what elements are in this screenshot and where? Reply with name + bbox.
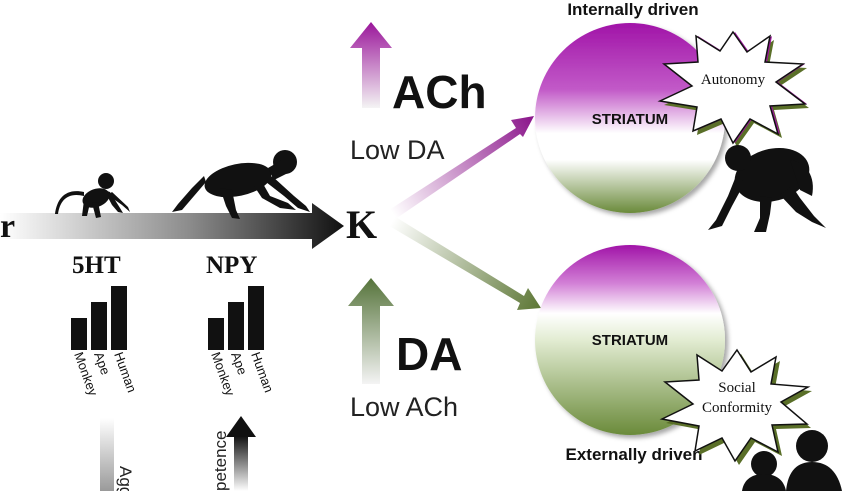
npy-bar-monkey	[208, 318, 224, 350]
monkey-silhouette-icon	[55, 173, 130, 218]
social-conformity-starburst: Social Conformity	[659, 348, 812, 465]
npy-bar-ape	[228, 302, 244, 350]
human-silhouettes-icon	[742, 430, 842, 491]
aggression-arrow: Agg	[100, 418, 135, 496]
internally-driven-label: Internally driven	[567, 0, 698, 19]
serotonin-label: 5HT	[72, 252, 121, 279]
autonomy-label: Autonomy	[701, 72, 766, 88]
low-da-label: Low DA	[350, 135, 445, 165]
serotonin-bar-ape	[91, 302, 107, 350]
conformity-label: Conformity	[702, 400, 772, 416]
serotonin-bar-monkey	[71, 318, 87, 350]
ape-silhouette-icon	[172, 150, 310, 219]
ach-label: ACh	[392, 66, 487, 118]
striatum-top-label: STRIATUM	[592, 111, 668, 128]
k-letter: K	[346, 202, 377, 247]
da-up-arrow	[348, 278, 394, 384]
externally-driven-label: Externally driven	[565, 445, 702, 464]
social-label: Social	[718, 380, 756, 396]
main-gradient-arrow	[0, 203, 344, 249]
serotonin-tick-human: Human	[111, 350, 139, 395]
serotonin-tick-ape: Ape	[91, 350, 113, 377]
npy-bar-human	[248, 286, 264, 350]
competence-arrow: petence	[211, 416, 256, 491]
diagonal-arrow-to-bottom-striatum	[386, 216, 541, 310]
aggression-label: Agg	[116, 466, 135, 491]
striatum-bottom-label: STRIATUM	[592, 332, 668, 349]
left-letter: r	[0, 208, 15, 245]
diagonal-arrow-to-top-striatum	[386, 116, 534, 220]
competence-label: petence	[211, 431, 230, 492]
low-ach-label: Low ACh	[350, 392, 458, 422]
npy-label: NPY	[206, 252, 257, 279]
da-label: DA	[396, 328, 462, 380]
ach-up-arrow	[350, 22, 392, 108]
autonomy-starburst: Autonomy	[657, 30, 809, 147]
serotonin-bar-human	[111, 286, 127, 350]
npy-tick-human: Human	[248, 350, 276, 395]
chimpanzee-silhouette-icon	[708, 145, 826, 232]
npy-tick-ape: Ape	[228, 350, 250, 377]
